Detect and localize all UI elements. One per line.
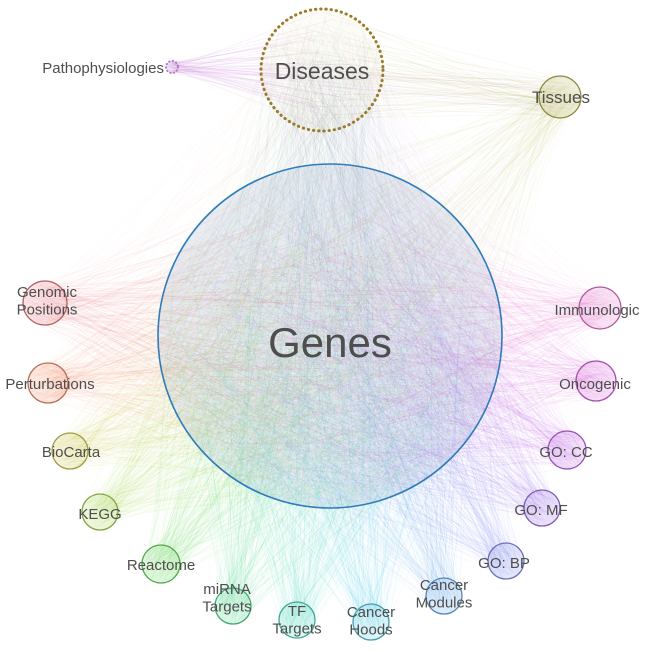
node-fill-go-bp	[488, 543, 524, 579]
node-fill-kegg	[82, 494, 118, 530]
node-fill-diseases	[261, 9, 383, 131]
diseases-circle[interactable]	[259, 7, 385, 133]
pathophysiologies-circle[interactable]	[165, 60, 179, 74]
tissues-circle[interactable]	[538, 75, 582, 119]
edge-bundle-pathophysiologies-tissues	[166, 62, 576, 118]
genes-circle[interactable]	[157, 163, 503, 509]
immunologic-circle[interactable]	[578, 286, 622, 330]
node-fill-pathophysiologies	[166, 61, 178, 73]
edge-bundle-go-cc-genes	[162, 169, 586, 502]
edge-bundle-diseases-reactome	[152, 16, 364, 583]
perturbations-circle[interactable]	[27, 362, 69, 404]
edge-bundle-tissues-genes	[169, 76, 581, 497]
node-fill-cancer-hoods	[353, 604, 389, 640]
edge-bundle-genomic-positions-genes	[23, 168, 496, 501]
tf-targets-circle[interactable]	[278, 601, 316, 639]
node-fill-go-mf	[524, 490, 560, 526]
edge-bundle-reactome-genes	[141, 178, 496, 583]
node-fill-tf-targets	[279, 602, 315, 638]
node-fill-tissues	[539, 76, 581, 118]
node-fill-oncogenic	[576, 361, 616, 401]
edge-bundle-diseases-go-cc	[275, 17, 580, 468]
node-fill-genes	[158, 164, 502, 508]
node-fill-biocarta	[52, 433, 88, 469]
go-cc-circle[interactable]	[547, 430, 587, 470]
edge-bundle-pathophysiologies-diseases	[166, 12, 365, 131]
genomic-positions-circle[interactable]	[22, 280, 68, 326]
edge-bundle-diseases-genes	[160, 9, 499, 505]
node-fill-layer	[23, 9, 621, 640]
node-fill-immunologic	[579, 287, 621, 329]
kegg-circle[interactable]	[81, 493, 119, 531]
edge-bundle-go-bp-genes	[159, 169, 524, 579]
pathophysiologies-label: Pathophysiologies	[42, 60, 164, 77]
edge-bundle-mirna-targets-genes	[161, 175, 502, 624]
edge-bundle-cancer-modules-genes	[164, 175, 492, 614]
edge-bundle-oncogenic-genes	[166, 167, 615, 506]
edge-bundle-diseases-go-bp	[267, 21, 521, 575]
edge-bundle-immunologic-genes	[169, 165, 621, 508]
go-bp-circle[interactable]	[487, 542, 525, 580]
edge-bundle-diseases-genomic-positions	[24, 26, 371, 324]
node-pathophysiologies[interactable]: Pathophysiologies	[42, 60, 179, 77]
edge-bundle-diseases-oncogenic	[283, 18, 616, 398]
node-fill-reactome	[142, 545, 180, 583]
edge-bundle-diseases-perturbations	[32, 17, 383, 403]
node-fill-cancer-modules	[426, 578, 462, 614]
edge-bundle-tissues-diseases	[264, 11, 580, 126]
edge-bundle-diseases-kegg	[84, 23, 382, 525]
node-fill-perturbations	[28, 363, 68, 403]
edge-bundle-diseases-immunologic	[262, 27, 621, 328]
edge-bundle-cancer-hoods-genes	[161, 171, 497, 639]
edge-bundle-biocarta-genes	[52, 168, 489, 506]
edge-bundle-kegg-genes	[82, 165, 499, 530]
oncogenic-circle[interactable]	[575, 360, 617, 402]
cancer-hoods-circle[interactable]	[352, 603, 390, 641]
node-fill-go-cc	[548, 431, 586, 469]
mirna-targets-circle[interactable]	[214, 587, 252, 625]
edge-bundle-diseases-biocarta	[56, 22, 370, 468]
go-mf-circle[interactable]	[523, 489, 561, 527]
edge-bundle-diseases-cancer-hoods	[269, 9, 389, 634]
reactome-circle[interactable]	[141, 544, 181, 584]
node-fill-genomic-positions	[23, 281, 67, 325]
cancer-modules-circle[interactable]	[425, 577, 463, 615]
edge-bundle-diseases-mirna-targets	[219, 29, 366, 622]
edge-bundle-tf-targets-genes	[162, 168, 502, 637]
node-fill-mirna-targets	[215, 588, 251, 624]
edge-bundle-diseases-cancer-modules	[263, 16, 461, 612]
biocarta-circle[interactable]	[51, 432, 89, 470]
edge-bundle-perturbations-genes	[29, 172, 493, 502]
edge-layer	[23, 9, 621, 639]
